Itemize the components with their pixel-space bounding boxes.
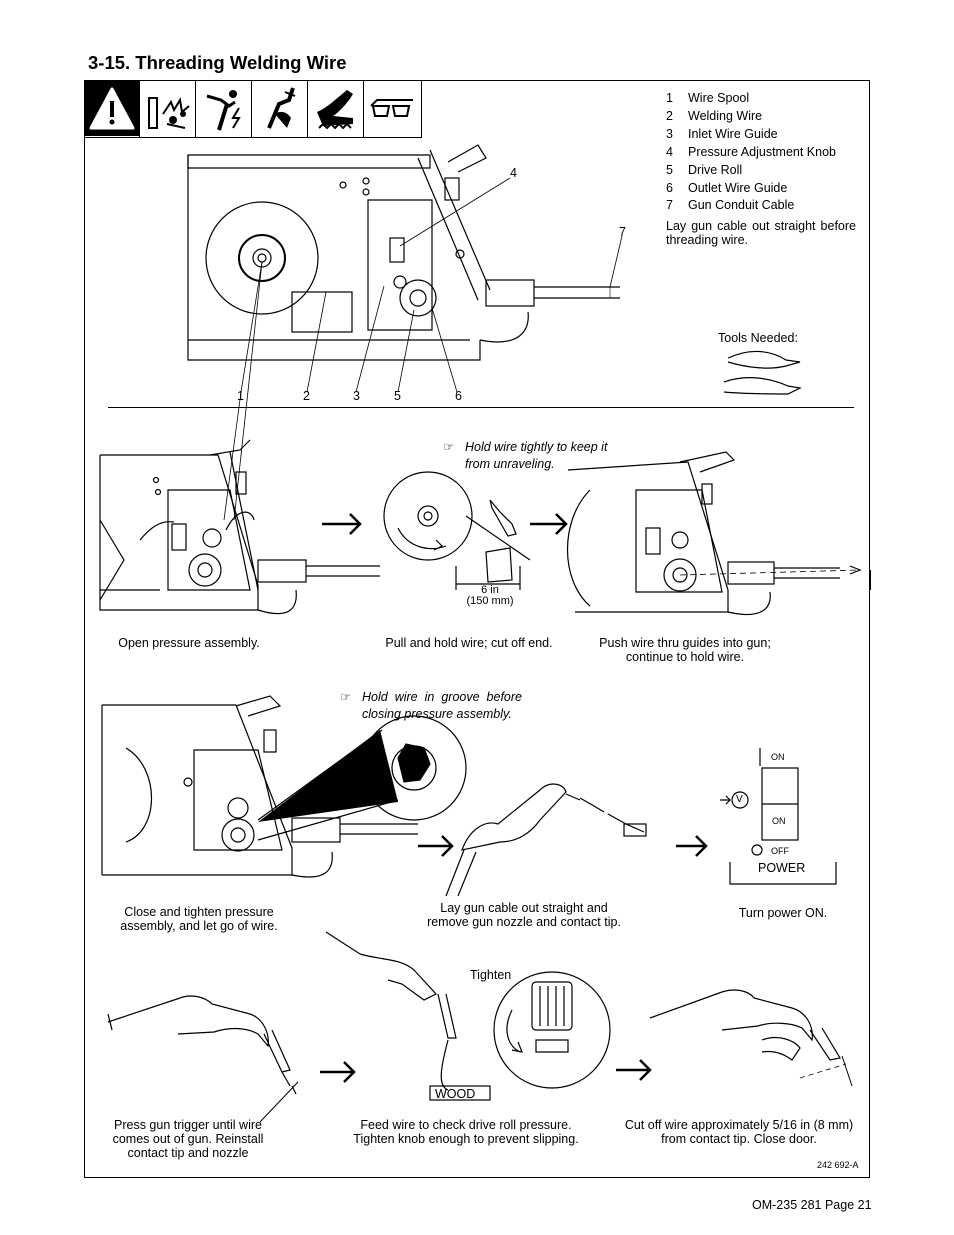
- callout-3: 3: [353, 389, 360, 403]
- callout-4: 4: [510, 166, 517, 180]
- welder-open-view: [99, 439, 380, 615]
- gun-cutoff-view: [649, 989, 853, 1087]
- callout-5: 5: [394, 389, 401, 403]
- legend-note: Lay gun cable out straight before thread…: [666, 219, 856, 247]
- pointing-hand-icon: ☞: [443, 440, 455, 454]
- callout-2: 2: [303, 389, 310, 403]
- section-divider: [108, 407, 854, 408]
- safety-glasses-icon: [364, 80, 420, 137]
- caption-lay: Lay gun cable out straight and remove gu…: [427, 901, 621, 929]
- caption-trigger: Press gun trigger until wire comes out o…: [112, 1118, 264, 1160]
- sparks-fire-icon: [140, 80, 196, 137]
- page-footer: OM-235 281 Page 21: [752, 1198, 872, 1212]
- welder-push-view: [566, 451, 871, 616]
- tighten-label: Tighten: [470, 968, 512, 982]
- caption-pull: Pull and hold wire; cut off end.: [385, 636, 553, 650]
- electric-shock-icon: [196, 80, 252, 137]
- welder-close-view: [101, 695, 467, 878]
- welder-main-view: [187, 144, 620, 361]
- caption-feed: Feed wire to check drive roll pressure. …: [353, 1118, 579, 1146]
- tools-label: Tools Needed:: [718, 331, 798, 345]
- switch-on-inner-label: ON: [772, 816, 786, 826]
- pliers-icons: [723, 350, 802, 395]
- hand-gun-icon: [252, 80, 308, 137]
- voltage-symbol: V: [736, 794, 743, 805]
- callout-7: 7: [619, 225, 626, 239]
- callout-leaders: [223, 177, 623, 521]
- caption-open: Open pressure assembly.: [118, 636, 260, 650]
- pointing-hand-icon: ☞: [340, 690, 352, 704]
- switch-power-label: POWER: [758, 861, 806, 875]
- welding-gun-view: [445, 783, 647, 897]
- gun-trigger-view: [107, 995, 299, 1123]
- callout-1: 1: [237, 389, 244, 403]
- hint-hold-groove: Hold wire in groove before closing press…: [362, 690, 522, 721]
- switch-on-top-label: ON: [771, 752, 785, 762]
- hot-parts-hand-icon: [308, 80, 364, 137]
- measure-label: 6 in(150 mm): [466, 584, 514, 607]
- step-arrows: [320, 513, 708, 1083]
- document-id: 242 692-A: [817, 1160, 859, 1170]
- caption-power: Turn power ON.: [738, 906, 828, 920]
- power-switch-view: [720, 748, 837, 885]
- caption-cutoff: Cut off wire approximately 5/16 in (8 mm…: [624, 1118, 854, 1146]
- spool-pull-view: [383, 471, 531, 590]
- gun-feed-view: [325, 931, 611, 1101]
- hint-hold-tight: Hold wire tightly to keep it from unrave…: [465, 440, 608, 471]
- callout-6: 6: [455, 389, 462, 403]
- warning-icon-bar: [84, 80, 422, 138]
- switch-off-label: OFF: [771, 846, 789, 856]
- caption-push: Push wire thru guides into gun; continue…: [599, 636, 771, 664]
- figure-frame: [84, 80, 870, 1178]
- warning-triangle-icon: [84, 80, 140, 137]
- wood-label: WOOD: [435, 1087, 476, 1101]
- section-title: 3-15. Threading Welding Wire: [88, 52, 347, 73]
- caption-close: Close and tighten pressure assembly, and…: [120, 905, 278, 933]
